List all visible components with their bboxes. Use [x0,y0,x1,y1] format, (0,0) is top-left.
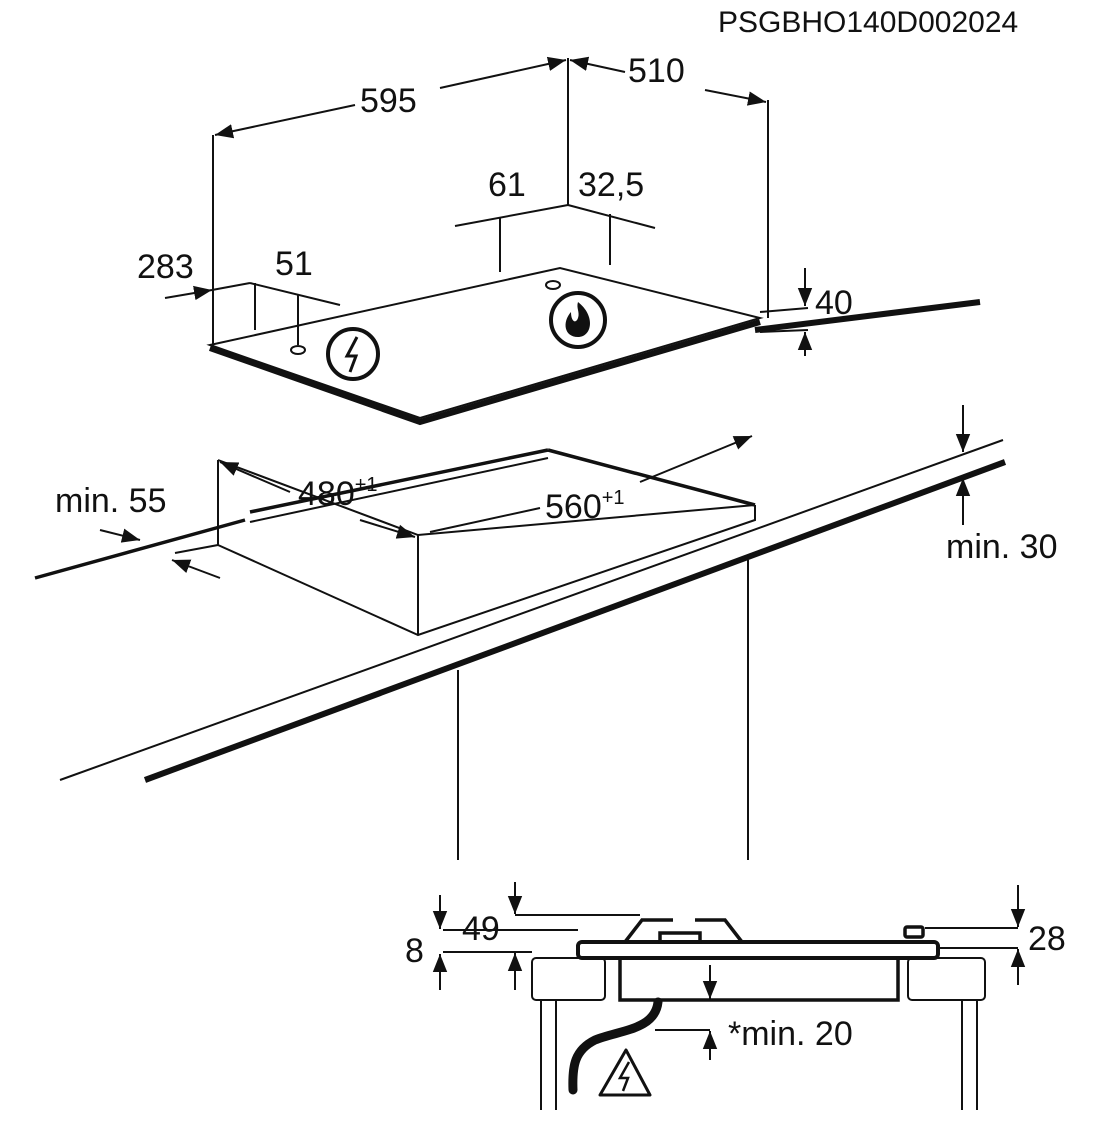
electric-connection-icon [326,327,380,381]
dim-total-height: 49 [462,910,500,948]
dim-gas-offset-b: 32,5 [578,166,644,204]
gas-connection-icon [549,291,607,349]
dim-min-below: *min. 20 [728,1015,853,1053]
drawing-code: PSGBHO140D002024 [718,6,1018,39]
dim-cutout-width: 560+1 [545,487,625,526]
dim-min-front: min. 55 [55,482,167,520]
dim-width: 595 [360,82,417,120]
hob-top-view: 595 510 61 32,5 283 51 40 [137,52,853,426]
dim-elec-offset-a: 283 [137,248,194,286]
dim-min-worktop: min. 30 [946,528,1058,566]
dim-knob-height: 28 [1028,920,1066,958]
dim-gas-offset-a: 61 [488,166,526,204]
electric-hazard-warning-icon [598,1048,652,1097]
hob-side-section: 8 49 28 *min. 20 [405,882,1066,1110]
worktop-cutout: 480+1 560+1 min. 55 min. 30 [34,299,1058,860]
dim-cutout-depth: 480+1 [298,474,378,513]
dim-plate: 8 [405,932,424,970]
dim-depth: 510 [628,52,685,90]
dim-elec-offset-b: 51 [275,245,313,283]
